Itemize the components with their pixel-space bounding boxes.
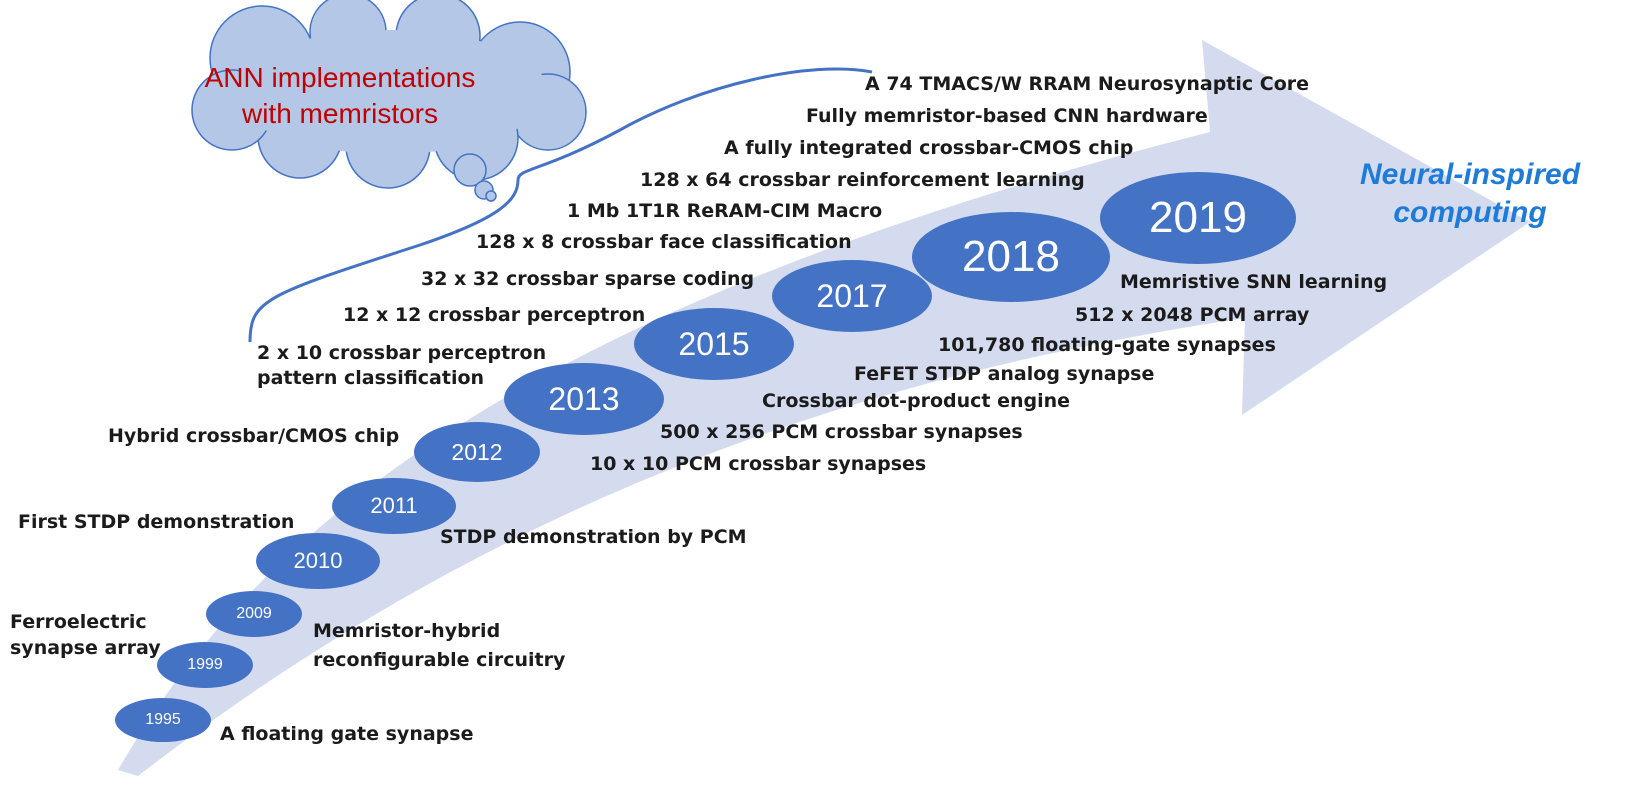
ann-item-cnn-hardware: Fully memristor-based CNN hardware xyxy=(806,105,1208,127)
milestone-2018-b: 512 x 2048 PCM array xyxy=(1075,304,1310,326)
milestone-2018-a: 101,780 floating-gate synapses xyxy=(938,334,1276,356)
milestone-1999-line2: synapse array xyxy=(10,637,161,659)
milestone-2011: STDP demonstration by PCM xyxy=(440,526,747,548)
year-2019: 2019 xyxy=(1100,172,1296,264)
milestone-2015-b: FeFET STDP analog synapse xyxy=(854,363,1155,385)
destination-line2: computing xyxy=(1393,196,1547,229)
milestone-2009-line2: reconfigurable circuitry xyxy=(313,649,566,671)
year-2013: 2013 xyxy=(504,363,664,435)
year-2011: 2011 xyxy=(332,478,456,534)
ann-item-perceptron-2x10-line2: pattern classification xyxy=(257,367,485,389)
ann-item-reram-cim: 1 Mb 1T1R ReRAM-CIM Macro xyxy=(567,200,883,222)
year-1995: 1995 xyxy=(115,698,211,742)
thought-cloud xyxy=(191,0,587,202)
cloud-title-line1: ANN implementations xyxy=(204,62,476,93)
milestone-2015-a: Crossbar dot-product engine xyxy=(762,390,1071,412)
year-2017: 2017 xyxy=(772,260,932,332)
milestone-2013: 500 x 256 PCM crossbar synapses xyxy=(660,421,1023,443)
milestone-2010: First STDP demonstration xyxy=(18,511,295,533)
ann-item-sparse-coding: 32 x 32 crossbar sparse coding xyxy=(421,268,755,290)
year-2015: 2015 xyxy=(634,308,794,380)
destination-label: Neural-inspired computing xyxy=(1312,156,1628,232)
year-2018: 2018 xyxy=(912,212,1110,302)
milestone-2012-a: Hybrid crossbar/CMOS chip xyxy=(108,425,400,447)
ann-item-reinforcement: 128 x 64 crossbar reinforcement learning xyxy=(640,169,1085,191)
destination-line1: Neural-inspired xyxy=(1359,158,1581,191)
milestone-2012-b: 10 x 10 PCM crossbar synapses xyxy=(590,453,927,475)
ann-item-face-classification: 128 x 8 crossbar face classification xyxy=(476,231,852,253)
year-1999: 1999 xyxy=(157,642,253,688)
year-2012: 2012 xyxy=(414,422,540,482)
milestone-1999-line1: Ferroelectric xyxy=(10,611,147,633)
milestone-1995: A floating gate synapse xyxy=(220,723,474,745)
year-2009: 2009 xyxy=(206,591,302,637)
ann-item-perceptron-2x10-line1: 2 x 10 crossbar perceptron xyxy=(257,342,547,364)
ann-item-rram-core: A 74 TMACS/W RRAM Neurosynaptic Core xyxy=(865,73,1310,95)
ann-bracket xyxy=(248,67,873,343)
cloud-title-line2: with memristors xyxy=(241,98,438,129)
milestone-2009-line1: Memristor-hybrid xyxy=(313,620,501,642)
year-2010: 2010 xyxy=(256,533,380,589)
cloud-title: ANN implementations with memristors xyxy=(170,60,510,132)
ann-item-perceptron-12: 12 x 12 crossbar perceptron xyxy=(343,304,646,326)
milestone-2019: Memristive SNN learning xyxy=(1120,271,1388,293)
ann-item-crossbar-cmos: A fully integrated crossbar-CMOS chip xyxy=(724,137,1134,159)
